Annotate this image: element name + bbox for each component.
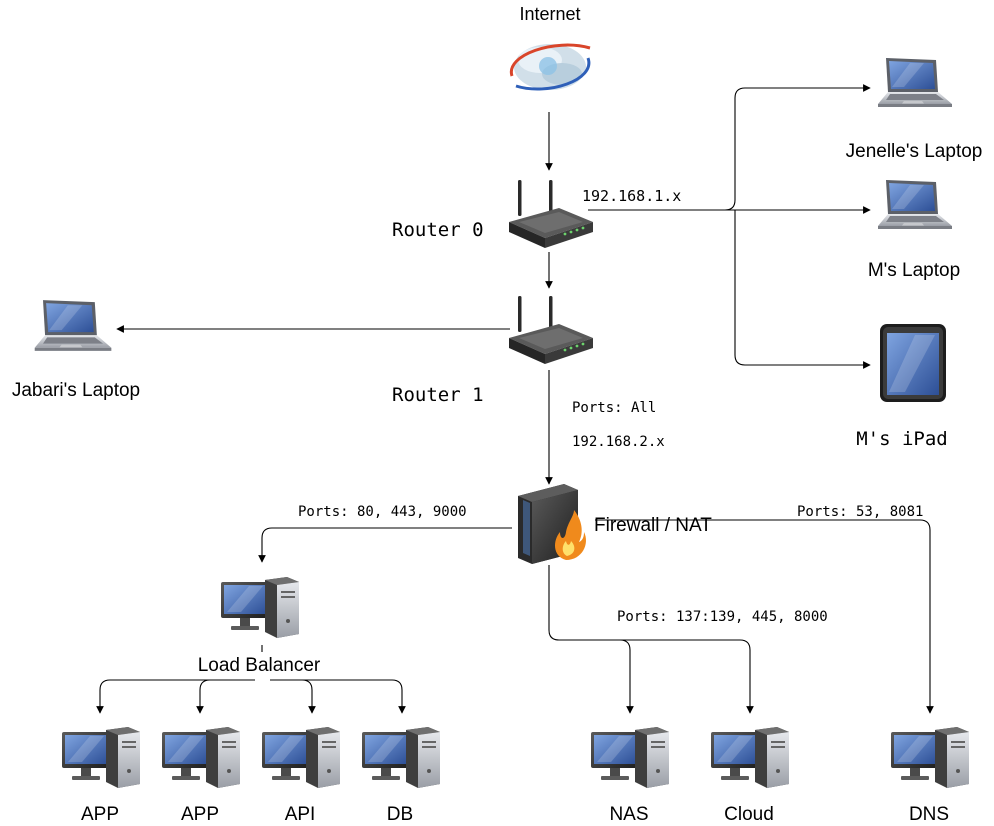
jabari-laptop-label: Jabari's Laptop — [12, 380, 140, 401]
tablet-icon — [880, 324, 946, 402]
db-label: DB — [387, 804, 413, 825]
jenelle-laptop-icon — [878, 58, 952, 107]
edge-router0-ipad — [734, 210, 871, 369]
dns-server-icon — [891, 727, 969, 788]
jabari-laptop-icon — [34, 300, 112, 351]
router0-label: Router 0 — [392, 219, 484, 241]
connectors — [96, 84, 934, 714]
m-ipad-label: M's iPad — [856, 428, 948, 450]
nas-label: NAS — [609, 804, 648, 825]
storage-ports-label: Ports: 137:139, 445, 8000 — [617, 609, 828, 625]
edge-firewall-dns — [595, 519, 934, 714]
router1-ports-label: Ports: All — [572, 400, 656, 416]
m-laptop-icon — [878, 180, 952, 229]
cloud-server-icon — [711, 727, 789, 788]
dns-label: DNS — [909, 804, 949, 825]
edge-firewall-storage — [548, 565, 754, 714]
globe-icon — [509, 43, 591, 91]
app2-label: APP — [181, 804, 219, 825]
api-server-icon — [262, 727, 340, 788]
edge-lb-fanout — [96, 679, 255, 714]
load-balancer-icon — [221, 577, 299, 638]
db-server-icon — [362, 727, 440, 788]
app1-server-icon — [62, 727, 140, 788]
subnet-2-label: 192.168.2.x — [572, 434, 665, 450]
subnet-1-label: 192.168.1.x — [582, 187, 681, 205]
api-label: API — [285, 804, 316, 825]
router1-icon — [509, 296, 593, 364]
load-balancer-label: Load Balancer — [198, 655, 321, 676]
edge-firewall-loadbalancer — [258, 527, 512, 563]
internet-label: Internet — [519, 4, 580, 24]
router0-icon — [509, 180, 593, 248]
dns-ports-label: Ports: 53, 8081 — [797, 504, 923, 520]
edge-lb-app2 — [196, 679, 211, 714]
firewall-icon — [518, 484, 586, 564]
cloud-label: Cloud — [724, 804, 774, 825]
edge-storage-nas — [619, 639, 634, 714]
edge-lb-db — [300, 679, 406, 714]
router1-label: Router 1 — [392, 384, 484, 406]
lb-ports-label: Ports: 80, 443, 9000 — [298, 504, 467, 520]
app2-server-icon — [162, 727, 240, 788]
edge-lb-api — [270, 679, 316, 714]
jenelle-laptop-label: Jenelle's Laptop — [846, 141, 983, 162]
app1-label: APP — [81, 804, 119, 825]
m-laptop-label: M's Laptop — [868, 260, 960, 281]
firewall-label: Firewall / NAT — [594, 515, 712, 536]
nas-server-icon — [591, 727, 669, 788]
